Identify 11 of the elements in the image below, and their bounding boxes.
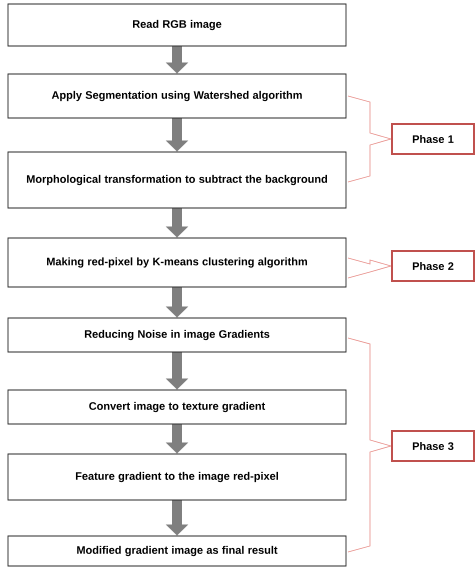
process-box: Read RGB image <box>8 4 346 46</box>
process-box: Apply Segmentation using Watershed algorithm <box>8 74 346 118</box>
phase-box: Phase 3 <box>391 430 475 462</box>
process-box: Making red-pixel by K-means clustering algorithm <box>8 238 346 288</box>
process-box: Morphological transformation to subtract the background <box>8 152 346 208</box>
phase-box: Phase 1 <box>391 123 475 155</box>
process-box: Feature gradient to the image red-pixel <box>8 454 346 500</box>
process-box: Modified gradient image as final result <box>8 536 346 566</box>
phase-box: Phase 2 <box>391 250 475 282</box>
process-box: Convert image to texture gradient <box>8 390 346 424</box>
process-box: Reducing Noise in image Gradients <box>8 318 346 352</box>
